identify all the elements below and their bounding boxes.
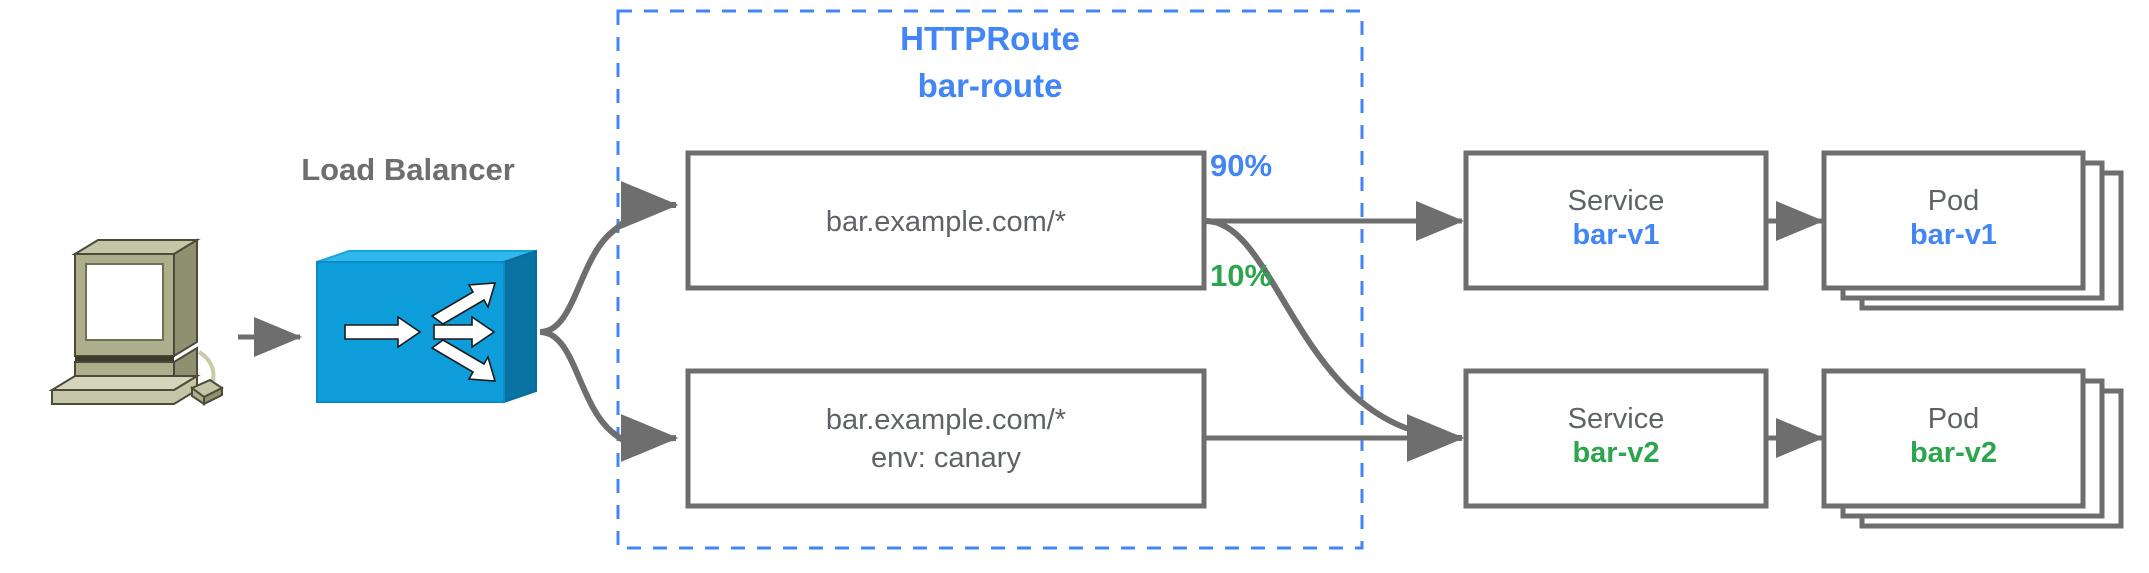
workstation-icon xyxy=(48,238,224,406)
rule-box-top[interactable] xyxy=(685,150,1207,291)
httproute-boundary xyxy=(616,9,1364,550)
switch-icon xyxy=(316,249,537,404)
arrow-rule-top-to-service-v2 xyxy=(1205,218,1465,462)
rule-box-bottom[interactable] xyxy=(685,368,1207,509)
pod-card-front xyxy=(1821,150,2086,291)
service-box-bar-v2[interactable] xyxy=(1463,368,1769,509)
pod-stack-bar-v2[interactable] xyxy=(1821,368,2124,529)
pod-card-front xyxy=(1821,368,2086,509)
arrow-lb-to-rule-top xyxy=(539,180,679,335)
arrow-lb-to-rule-bottom xyxy=(539,329,679,463)
service-box-bar-v1[interactable] xyxy=(1463,150,1769,291)
pod-stack-bar-v1[interactable] xyxy=(1821,150,2124,311)
